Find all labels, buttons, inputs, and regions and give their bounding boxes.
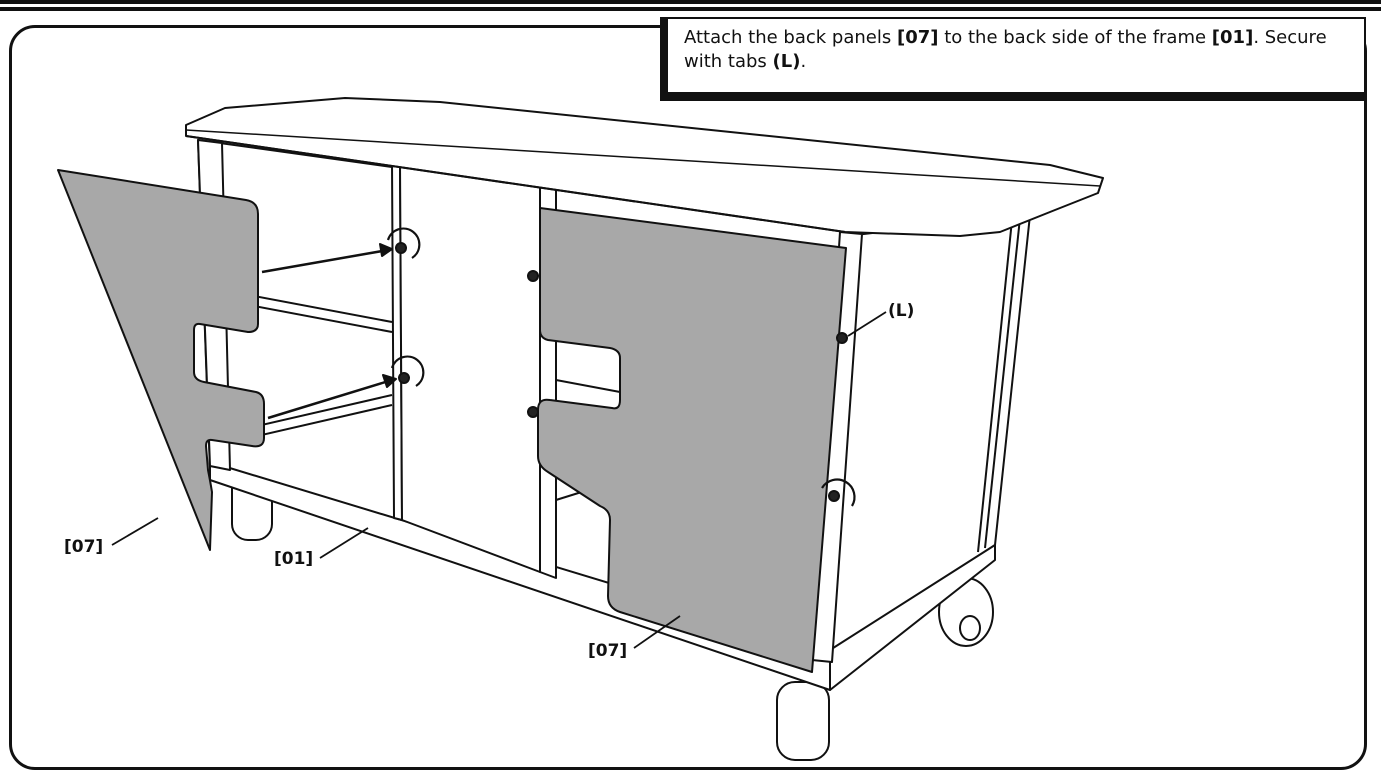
caster-wheel	[938, 577, 994, 647]
instruction-text-4: .	[800, 51, 807, 72]
insert-arrows	[261, 243, 397, 420]
back-panel-right	[537, 207, 847, 673]
rotate-arrows	[386, 227, 856, 507]
center-panel	[399, 162, 541, 573]
label-panel-right: [07]	[588, 641, 627, 661]
instruction-text-3: . Secure with tabs	[684, 27, 1327, 72]
leg-front-right	[776, 681, 830, 761]
instruction-part-01: [01]	[1211, 27, 1254, 48]
back-panel-left	[57, 169, 265, 551]
instruction-part-07: [07]	[896, 27, 939, 48]
tab-l-upper	[395, 242, 848, 502]
instruction-part-l: (L)	[772, 51, 801, 72]
instruction-text-1: Attach the back panels	[684, 27, 897, 48]
label-tab: (L)	[888, 301, 914, 321]
leader-lines	[111, 311, 887, 649]
instruction-box: Attach the back panels [07] to the back …	[660, 17, 1366, 101]
top-rule	[0, 0, 1381, 11]
instruction-text-2: to the back side of the frame	[938, 27, 1212, 48]
label-frame: [01]	[274, 549, 313, 569]
label-panel-left: [07]	[64, 537, 103, 557]
